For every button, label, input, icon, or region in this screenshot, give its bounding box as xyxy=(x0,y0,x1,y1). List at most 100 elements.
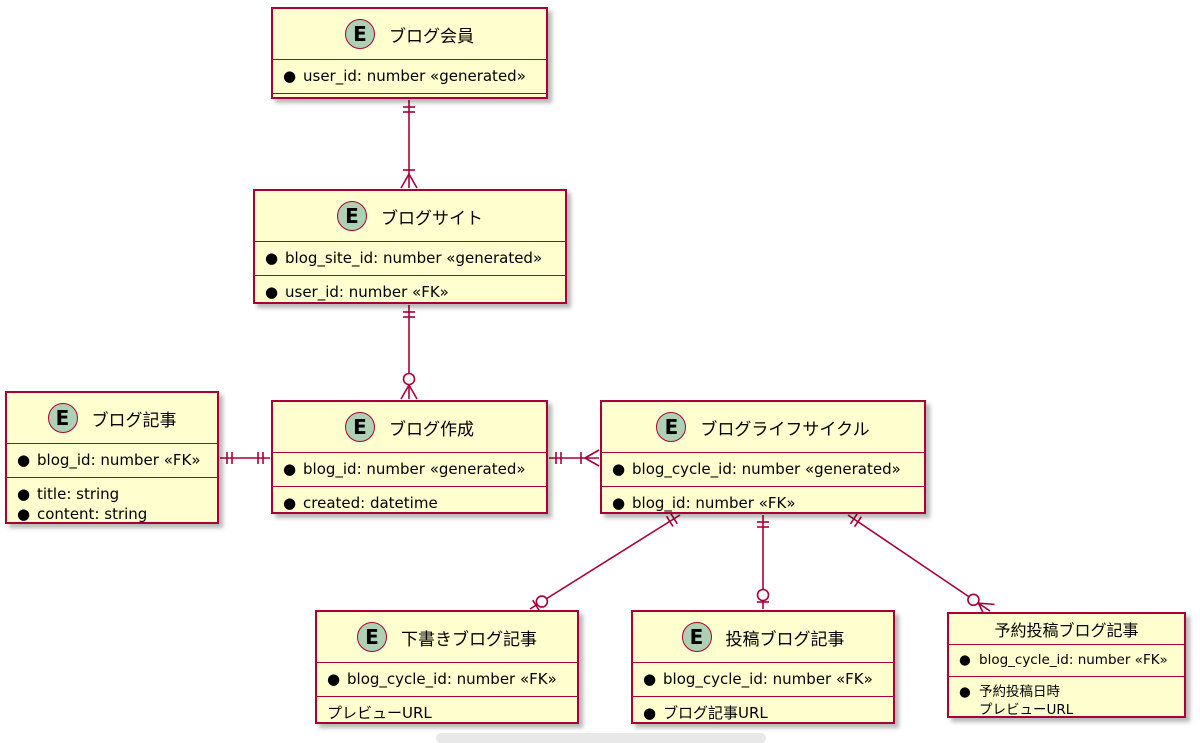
cardinality-circle xyxy=(756,588,770,602)
entity-badge-icon: E xyxy=(357,622,387,652)
attribute-row: ● user_id: number «FK» xyxy=(265,282,555,302)
entity-header: E ブログ作成 xyxy=(273,402,546,452)
attribute-section: ● user_id: number «FK» xyxy=(255,275,565,309)
attribute-row: ● blog_site_id: number «generated» xyxy=(265,248,555,268)
attribute-row: ● blog_cycle_id: number «FK» xyxy=(327,669,567,689)
bullet-icon: ● xyxy=(959,652,971,668)
bullet-icon: ● xyxy=(17,485,31,503)
entity-title: ブログ記事 xyxy=(91,410,177,431)
entity-header: E 投稿ブログ記事 xyxy=(633,612,893,662)
attribute-section: ● blog_site_id: number «generated» xyxy=(255,241,565,275)
cardinality-bar xyxy=(532,599,540,611)
entity-header: E ブログ記事 xyxy=(7,393,217,443)
attribute-row: ● blog_cycle_id: number «FK» xyxy=(959,651,1174,669)
cardinality-bar xyxy=(853,516,862,528)
bullet-icon: ● xyxy=(612,494,626,512)
entity-title: ブログサイト xyxy=(381,208,483,229)
attribute-section: ● blog_id: number «FK» xyxy=(602,486,924,520)
horizontal-scrollbar[interactable] xyxy=(436,733,766,743)
attribute-row: ● blog_cycle_id: number «FK» xyxy=(643,669,883,689)
entity-header: E ブログサイト xyxy=(255,191,565,241)
attribute-row: ● 予約投稿日時 プレビューURL xyxy=(959,683,1174,719)
crows-foot xyxy=(400,384,410,400)
entity-title: ブログ会員 xyxy=(389,26,474,47)
attribute-row: ● blog_id: number «FK» xyxy=(17,450,207,470)
attribute-section: ● blog_id: number «generated» xyxy=(273,452,546,486)
attribute-text: 予約投稿日時 プレビューURL xyxy=(979,684,1074,718)
entity-blog-article[interactable]: E ブログ記事 ● blog_id: number «FK» ● title: … xyxy=(5,391,219,524)
cardinality-circle xyxy=(402,372,416,386)
attribute-section: ● title: string ● content: string xyxy=(7,477,217,531)
attribute-row: ● title: string xyxy=(17,484,207,504)
entity-badge-icon: E xyxy=(345,412,375,442)
attribute-row: ● blog_id: number «generated» xyxy=(283,459,536,479)
bullet-icon: ● xyxy=(283,67,297,85)
crows-foot xyxy=(584,457,600,467)
relationship-line xyxy=(847,514,991,612)
attribute-row: ● created: datetime xyxy=(283,493,536,513)
bullet-icon: ● xyxy=(612,460,626,478)
attribute-text: blog_id: number «FK» xyxy=(37,451,201,469)
bullet-icon: ● xyxy=(265,249,279,267)
attribute-section: ● 予約投稿日時 プレビューURL xyxy=(949,676,1184,726)
crows-foot xyxy=(978,602,995,606)
attribute-row: ● content: string xyxy=(17,504,207,524)
entity-title: ブログ作成 xyxy=(389,419,474,440)
bullet-icon: ● xyxy=(283,494,297,512)
attribute-text: title: string xyxy=(37,485,120,503)
crows-foot xyxy=(400,173,410,189)
entity-title: ブログライフサイクル xyxy=(700,419,870,440)
entity-badge-icon: E xyxy=(337,201,367,231)
cardinality-bar xyxy=(849,513,858,525)
entity-blog-creation[interactable]: E ブログ作成 ● blog_id: number «generated» ● … xyxy=(271,400,548,514)
bullet-icon: ● xyxy=(265,283,279,301)
entity-blog-site[interactable]: E ブログサイト ● blog_site_id: number «generat… xyxy=(253,189,567,304)
entity-header: E 下書きブログ記事 xyxy=(317,612,577,662)
bullet-icon: ● xyxy=(959,684,971,700)
entity-blog-member[interactable]: E ブログ会員 ● user_id: number «generated» xyxy=(271,7,548,99)
entity-title: 投稿ブログ記事 xyxy=(725,629,845,650)
bullet-icon: ● xyxy=(17,451,31,469)
attribute-text: content: string xyxy=(37,505,148,523)
entity-badge-icon: E xyxy=(345,19,375,49)
attribute-text: user_id: number «generated» xyxy=(303,67,526,85)
attribute-section: ● user_id: number «generated» xyxy=(273,59,546,93)
entity-published-article[interactable]: E 投稿ブログ記事 ● blog_cycle_id: number «FK» ●… xyxy=(631,610,895,724)
attribute-text: blog_id: number «generated» xyxy=(303,460,526,478)
entity-header: E ブログライフサイクル xyxy=(602,402,924,452)
entity-badge-icon: E xyxy=(47,403,78,433)
bullet-icon: ● xyxy=(643,704,657,722)
attribute-section: ● blog_cycle_id: number «generated» xyxy=(602,452,924,486)
attribute-row: プレビューURL xyxy=(327,703,567,723)
entity-scheduled-article[interactable]: 予約投稿ブログ記事 ● blog_cycle_id: number «FK» ●… xyxy=(947,612,1186,718)
entity-title: 予約投稿ブログ記事 xyxy=(994,621,1139,640)
attribute-section: プレビューURL xyxy=(317,696,577,730)
crows-foot xyxy=(408,384,418,400)
attribute-text: blog_cycle_id: number «FK» xyxy=(979,652,1168,668)
cardinality-bar xyxy=(670,513,678,525)
attribute-text: blog_cycle_id: number «generated» xyxy=(632,460,901,478)
attribute-section: ● blog_cycle_id: number «FK» xyxy=(633,662,893,696)
bullet-icon: ● xyxy=(643,670,657,688)
attribute-text: blog_site_id: number «generated» xyxy=(285,249,543,267)
entity-blog-lifecycle[interactable]: E ブログライフサイクル ● blog_cycle_id: number «ge… xyxy=(600,400,926,514)
entity-badge-icon: E xyxy=(656,412,687,442)
bullet-icon: ● xyxy=(327,670,341,688)
entity-badge-icon: E xyxy=(681,622,712,652)
entity-header: E ブログ会員 xyxy=(273,9,546,59)
attribute-text: ブログ記事URL xyxy=(663,704,768,722)
attribute-section: ● blog_cycle_id: number «FK» xyxy=(317,662,577,696)
attribute-text: created: datetime xyxy=(303,494,438,512)
entity-draft-article[interactable]: E 下書きブログ記事 ● blog_cycle_id: number «FK» … xyxy=(315,610,579,724)
attribute-text: user_id: number «FK» xyxy=(285,283,449,301)
cardinality-circle xyxy=(535,595,549,608)
attribute-section-empty xyxy=(273,93,546,96)
attribute-row: ● blog_id: number «FK» xyxy=(612,493,914,513)
attribute-row: ● blog_cycle_id: number «generated» xyxy=(612,459,914,479)
attribute-text: blog_id: number «FK» xyxy=(632,494,796,512)
entity-header: 予約投稿ブログ記事 xyxy=(949,614,1184,644)
bullet-icon: ● xyxy=(17,505,31,523)
attribute-section: ● created: datetime xyxy=(273,486,546,520)
entity-title: 下書きブログ記事 xyxy=(401,629,537,650)
